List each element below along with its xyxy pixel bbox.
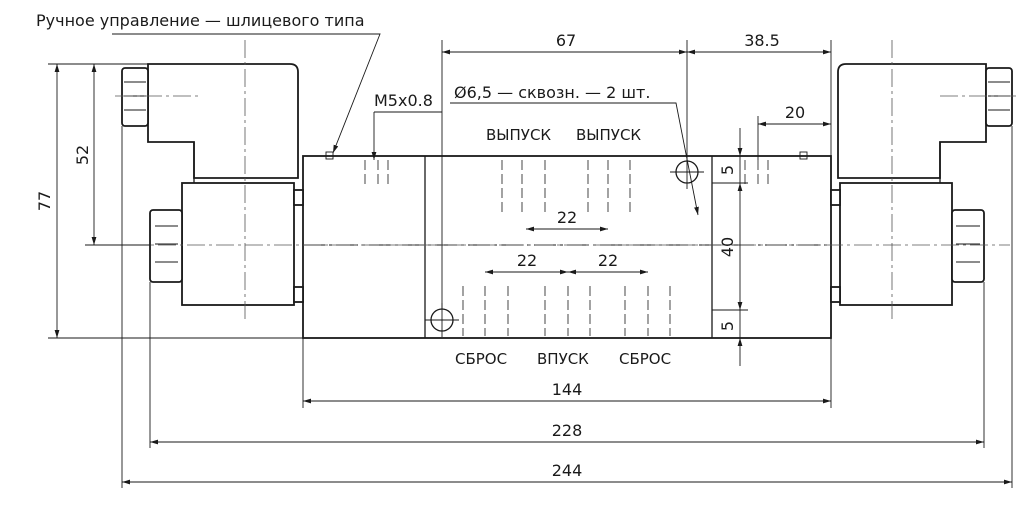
exhaust-label-right: ВЫПУСК	[576, 126, 641, 144]
dim-67: 67	[556, 31, 576, 50]
inlet-label: ВПУСК	[537, 350, 589, 368]
dim-77: 77	[35, 191, 54, 211]
dim-144: 144	[552, 380, 583, 399]
dimension-lines	[54, 49, 1012, 485]
dim-20: 20	[785, 103, 805, 122]
dim-244: 244	[552, 461, 583, 480]
dim-52: 52	[73, 145, 92, 165]
dim-22-left: 22	[517, 251, 537, 270]
dim-40: 40	[718, 237, 737, 257]
left-solenoid	[121, 63, 304, 306]
reset-label-right: СБРОС	[619, 350, 671, 368]
manual-override-right	[799, 151, 808, 160]
dim-22-right: 22	[598, 251, 618, 270]
thread-label: M5x0.8	[374, 91, 433, 110]
dim-5-bottom: 5	[718, 321, 737, 331]
bottom-port-hidden-lines	[462, 286, 671, 336]
extension-lines	[48, 40, 1013, 488]
top-port-hidden-lines	[364, 160, 769, 212]
dim-5-top: 5	[718, 165, 737, 175]
leader-lines	[112, 33, 699, 216]
dim-228: 228	[552, 421, 583, 440]
exhaust-label-left: ВЫПУСК	[486, 126, 551, 144]
manual-control-label: Ручное управление — шлицевого типа	[36, 11, 365, 30]
reset-label-left: СБРОС	[455, 350, 507, 368]
manual-override-left	[325, 151, 334, 160]
dim-22-top: 22	[557, 208, 577, 227]
valve-body	[302, 155, 832, 339]
dim-38-5: 38.5	[744, 31, 780, 50]
right-solenoid	[830, 63, 1013, 306]
hole-label: Ø6,5 — сквозн. — 2 шт.	[454, 83, 650, 102]
